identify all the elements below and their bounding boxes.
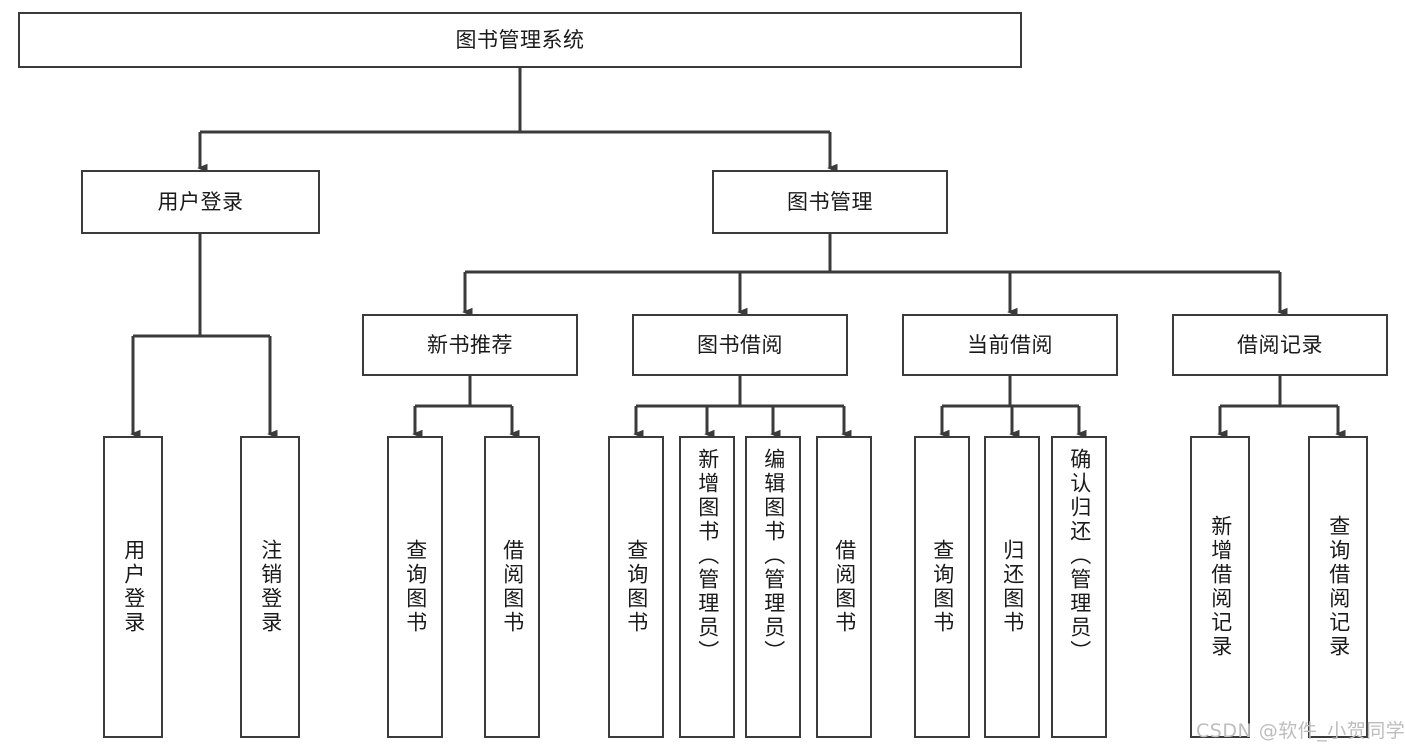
node-root[interactable]: 图书管理系统	[18, 12, 1022, 68]
node-leaf-borrow-book-2[interactable]: 借阅图书	[816, 436, 872, 738]
node-leaf-query-book-1[interactable]: 查询图书	[387, 436, 443, 738]
node-leaf-edit-book-label: 编辑图书（管理员）	[761, 448, 786, 664]
node-root-label: 图书管理系统	[455, 27, 585, 52]
node-borrow-record-label: 借阅记录	[1237, 332, 1323, 357]
node-leaf-return-book-label: 归还图书	[1000, 539, 1025, 635]
node-borrow-record[interactable]: 借阅记录	[1172, 314, 1388, 376]
node-leaf-borrow-book-2-label: 借阅图书	[832, 539, 857, 635]
node-leaf-query-borrow-record-label: 查询借阅记录	[1326, 515, 1351, 659]
node-leaf-borrow-book-1-label: 借阅图书	[500, 539, 525, 635]
node-leaf-add-book-label: 新增图书（管理员）	[695, 448, 720, 664]
node-leaf-add-borrow-record-label: 新增借阅记录	[1208, 515, 1233, 659]
node-leaf-confirm-return-label: 确认归还（管理员）	[1067, 448, 1092, 664]
node-user-login-label: 用户登录	[157, 189, 244, 214]
node-book-manage-label: 图书管理	[787, 189, 873, 214]
node-leaf-logout-label: 注销登录	[258, 539, 283, 635]
node-book-borrow-label: 图书借阅	[697, 332, 783, 357]
node-leaf-query-book-3-label: 查询图书	[930, 539, 955, 635]
node-leaf-return-book[interactable]: 归还图书	[984, 436, 1040, 738]
node-new-book-recommend[interactable]: 新书推荐	[362, 314, 578, 376]
node-leaf-confirm-return[interactable]: 确认归还（管理员）	[1051, 436, 1107, 738]
node-new-book-recommend-label: 新书推荐	[427, 332, 513, 357]
csdn-watermark: CSDN @软件_小贺同学	[1196, 720, 1405, 742]
node-leaf-query-book-3[interactable]: 查询图书	[914, 436, 970, 738]
node-leaf-user-login[interactable]: 用户登录	[103, 436, 163, 738]
node-leaf-edit-book[interactable]: 编辑图书（管理员）	[745, 436, 801, 738]
node-leaf-add-borrow-record[interactable]: 新增借阅记录	[1190, 436, 1250, 738]
node-current-borrow-label: 当前借阅	[967, 332, 1053, 357]
node-leaf-logout[interactable]: 注销登录	[240, 436, 300, 738]
node-leaf-query-book-2[interactable]: 查询图书	[608, 436, 664, 738]
node-current-borrow[interactable]: 当前借阅	[902, 314, 1118, 376]
node-book-borrow[interactable]: 图书借阅	[632, 314, 848, 376]
node-leaf-borrow-book-1[interactable]: 借阅图书	[484, 436, 540, 738]
node-leaf-query-book-1-label: 查询图书	[403, 539, 428, 635]
node-leaf-add-book[interactable]: 新增图书（管理员）	[679, 436, 735, 738]
node-user-login[interactable]: 用户登录	[81, 170, 320, 234]
node-leaf-user-login-label: 用户登录	[121, 539, 146, 635]
node-leaf-query-book-2-label: 查询图书	[624, 539, 649, 635]
node-book-manage[interactable]: 图书管理	[712, 170, 948, 234]
node-leaf-query-borrow-record[interactable]: 查询借阅记录	[1308, 436, 1368, 738]
